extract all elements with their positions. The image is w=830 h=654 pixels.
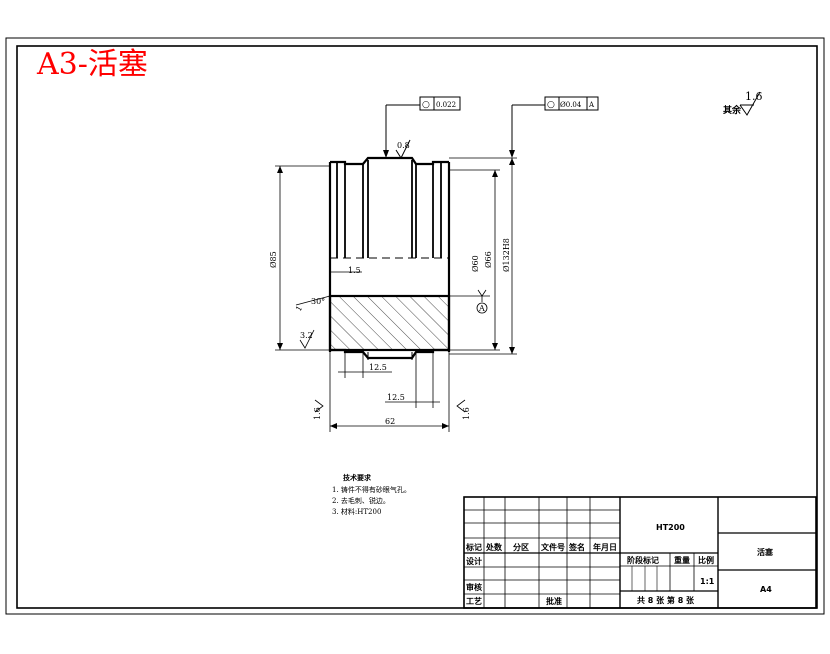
tb-process: 工艺 (466, 596, 482, 606)
tolerance-value: Ø0.04 (560, 101, 582, 109)
sheet-outer-border (5, 37, 825, 615)
bottom-dim-1: 12.5 (369, 363, 387, 372)
tb-approve: 批准 (546, 596, 562, 606)
tb-drawing-no: A4 (760, 585, 772, 594)
tb-header: 签名 (568, 542, 585, 552)
angle-dim: 30° (311, 297, 325, 306)
left-height-dim: Ø85 (269, 251, 278, 268)
groove-width-dim: 1.5 (348, 266, 361, 275)
tb-weight-label: 重量 (674, 555, 690, 565)
tech-note-item: 2. 去毛刺、锐边。 (332, 496, 390, 505)
tb-header: 标记 (465, 542, 482, 552)
bottom-total-dim: 62 (385, 417, 395, 426)
roughness-symbol (739, 91, 761, 116)
tb-stage-label: 阶段标记 (627, 555, 659, 565)
roughness-br: 1.6 (462, 407, 471, 420)
title-block: 标记 处数 分区 文件号 签名 年月日 设计 审核 工艺 批准 HT200 阶段… (463, 496, 817, 609)
datum-label: A (478, 304, 485, 313)
tolerance-symbol: ○ (547, 100, 555, 110)
tolerance-frame-right: ○ Ø0.04 A (509, 96, 599, 158)
sheet-inner-frame (16, 45, 818, 609)
tolerance-value: 0.022 (436, 101, 456, 109)
tech-notes-title: 技术要求 (343, 473, 372, 482)
dimensions: Ø85 1.5 30° 1 3.2 Ø66 Ø60 Ø132H8 A (269, 157, 517, 432)
roughness-left: 3.2 (300, 331, 313, 340)
tolerance-datum: A (588, 101, 595, 109)
tech-notes: 技术要求 1. 铸件不得有砂眼气孔。 2. 去毛刺、锐边。 3. 材料:HT20… (332, 473, 411, 516)
right-inner-dim: Ø66 (484, 251, 493, 268)
tolerance-symbol: ○ (422, 100, 430, 110)
general-roughness: 其余 1.6 (723, 90, 763, 116)
svg-text:0.8: 0.8 (397, 141, 410, 150)
right-outer-dim: Ø132H8 (502, 238, 511, 272)
tb-review: 审核 (466, 582, 482, 592)
tb-material: HT200 (656, 523, 685, 532)
chamfer-dim: 1 (294, 304, 304, 313)
bottom-dim-2: 12.5 (387, 393, 405, 402)
tb-sheets: 共 8 张 第 8 张 (637, 595, 695, 605)
tb-header: 年月日 (593, 542, 617, 552)
roughness-value: 1.6 (745, 90, 763, 103)
tb-header: 分区 (513, 542, 529, 552)
tb-header: 文件号 (541, 542, 565, 552)
drawing-stamp: A3-活塞 (36, 47, 148, 82)
tb-scale: 1:1 (700, 577, 715, 586)
inner-label-dim: Ø60 (471, 255, 480, 272)
tb-scale-label: 比例 (698, 555, 714, 565)
roughness-top: 0.8 (395, 139, 411, 160)
piston-section-view (328, 156, 451, 360)
tech-note-item: 3. 材料:HT200 (332, 507, 381, 516)
tb-part-name: 活塞 (757, 547, 774, 557)
roughness-bl: 1.6 (313, 407, 322, 420)
roughness-prefix: 其余 (723, 104, 742, 116)
tb-header: 处数 (485, 542, 503, 552)
tolerance-frame-left: ○ 0.022 (383, 96, 461, 158)
tb-design: 设计 (466, 556, 482, 566)
tech-note-item: 1. 铸件不得有砂眼气孔。 (332, 485, 411, 494)
